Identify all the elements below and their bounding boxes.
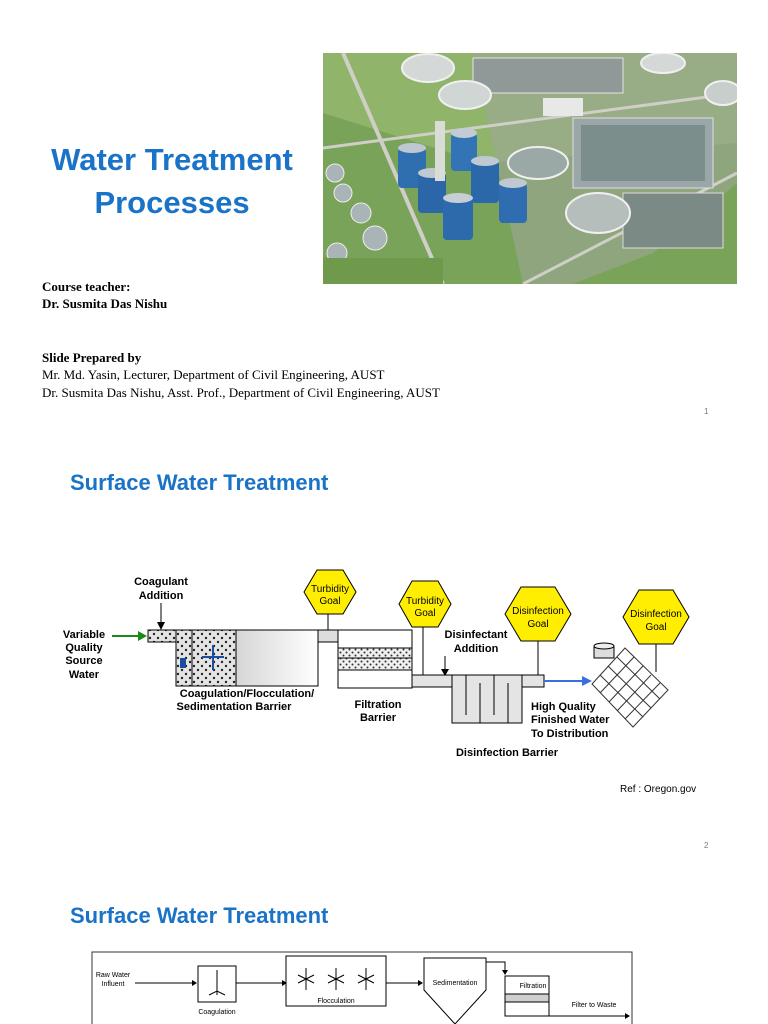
svg-text:High Quality: High Quality [531,701,597,713]
treatment-plant-photo [323,53,737,284]
reference-text: Ref : Oregon.gov [620,784,696,795]
slide-1-title: Water Treatment Processes [20,138,324,224]
svg-text:Addition: Addition [454,643,499,655]
disinfection-tank [452,675,522,723]
preparer-1: Mr. Md. Yasin, Lecturer, Department of C… [42,367,385,383]
svg-text:Coagulation: Coagulation [198,1009,235,1016]
svg-text:Disinfectant: Disinfectant [445,629,508,641]
title-line-1: Water Treatment [20,138,324,181]
sedimentation-basin [236,630,318,686]
svg-text:Filter to Waste: Filter to Waste [572,1002,617,1009]
svg-text:Goal: Goal [319,596,340,607]
svg-text:Goal: Goal [527,619,548,630]
svg-text:Barrier: Barrier [360,712,397,724]
disinfectant-addition-label: Disinfectant Addition [445,629,508,655]
svg-text:Goal: Goal [645,622,666,633]
prepared-by-label: Slide Prepared by [42,350,141,366]
svg-text:Flocculation: Flocculation [317,998,354,1005]
svg-text:Variable: Variable [63,629,105,641]
finished-water-label: High Quality Finished Water To Distribut… [531,701,610,740]
title-line-2: Processes [20,181,324,224]
svg-text:Water: Water [69,669,100,681]
teacher-label: Course teacher: [42,279,130,295]
svg-text:Turbidity: Turbidity [406,596,444,607]
svg-text:Source: Source [65,655,102,667]
coagulation-chamber [148,630,176,642]
svg-text:Sedimentation Barrier: Sedimentation Barrier [177,701,293,713]
svg-text:Coagulation/Flocculation/: Coagulation/Flocculation/ [180,688,314,700]
source-water-label: Variable Quality Source Water [63,629,105,681]
svg-text:Disinfection: Disinfection [630,609,682,620]
svg-text:Turbidity: Turbidity [311,584,349,595]
svg-text:To Distribution: To Distribution [531,728,609,740]
svg-text:Coagulant: Coagulant [134,576,188,588]
page-number-2: 2 [704,841,708,850]
svg-text:Addition: Addition [139,590,184,602]
page-number: 1 [704,407,708,416]
svg-text:Goal: Goal [414,608,435,619]
storage-tank-icon [594,643,614,658]
process-flow-diagram: Raw Water Influent Coagulation Flocculat… [0,950,768,1024]
svg-text:Disinfection: Disinfection [512,606,564,617]
surface-water-treatment-diagram: Coagulant Addition Variable Quality Sour… [0,560,768,770]
svg-text:Sedimentation: Sedimentation [433,980,478,987]
teacher-name: Dr. Susmita Das Nishu [42,296,167,312]
svg-text:Finished Water: Finished Water [531,714,610,726]
svg-text:Filtration: Filtration [354,699,401,711]
slide-2-title: Surface Water Treatment [70,470,328,496]
svg-text:Influent: Influent [102,981,125,988]
coagulant-addition-label: Coagulant Addition [134,576,188,602]
svg-text:Quality: Quality [65,642,103,654]
preparer-2: Dr. Susmita Das Nishu, Asst. Prof., Depa… [42,385,440,401]
filtration-barrier-label: Filtration Barrier [354,699,401,724]
coag-barrier-label: Coagulation/Flocculation/ Sedimentation … [177,688,315,713]
svg-text:Raw Water: Raw Water [96,972,131,979]
svg-text:Filtration: Filtration [520,983,547,990]
slide-3-title: Surface Water Treatment [70,903,328,929]
disinfection-barrier-label: Disinfection Barrier [456,747,559,759]
